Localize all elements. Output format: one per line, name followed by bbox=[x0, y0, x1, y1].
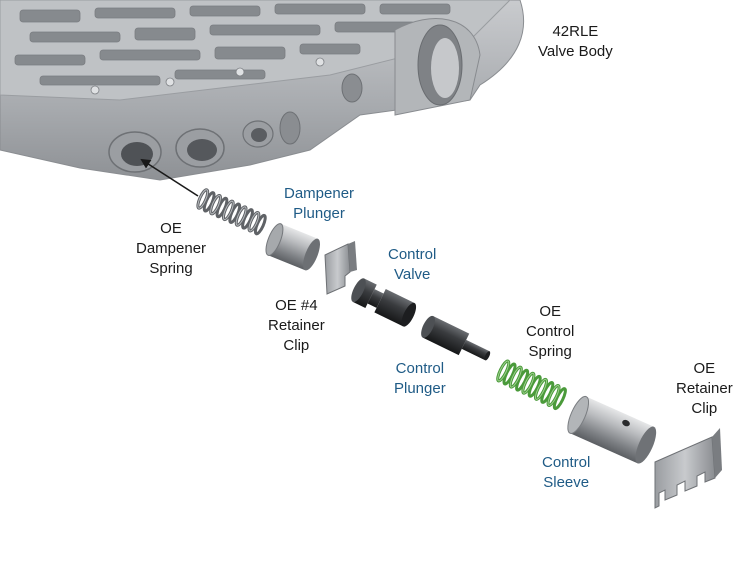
label-oe-dampener-spring: OE Dampener Spring bbox=[136, 219, 206, 279]
label-line: Plunger bbox=[293, 205, 345, 222]
label-line: Control bbox=[388, 246, 437, 263]
label-oe-4-retainer-clip: OE #4 Retainer Clip bbox=[268, 296, 325, 356]
label-line: Control bbox=[395, 360, 445, 377]
label-line: Dampener bbox=[136, 240, 207, 257]
label-line: OE bbox=[693, 360, 716, 377]
title-line-2: Valve Body bbox=[538, 43, 613, 60]
valve-body-casting bbox=[0, 0, 525, 181]
control-sleeve bbox=[567, 395, 657, 464]
oe-retainer-clip bbox=[654, 428, 722, 509]
label-line: Control bbox=[526, 323, 575, 340]
label-line: Control bbox=[542, 454, 591, 471]
control-plunger bbox=[421, 315, 491, 361]
label-line: OE bbox=[160, 220, 182, 237]
label-line: Plunger bbox=[394, 380, 446, 397]
label-oe-retainer-clip: OE Retainer Clip bbox=[676, 359, 733, 419]
oe-4-retainer-clip bbox=[324, 241, 357, 295]
control-valve bbox=[351, 278, 417, 327]
label-control-sleeve: Control Sleeve bbox=[542, 453, 590, 493]
label-line: Spring bbox=[149, 260, 193, 277]
label-line: Clip bbox=[283, 337, 310, 354]
title-label: 42RLE Valve Body bbox=[538, 22, 613, 62]
label-line: Dampener bbox=[284, 185, 355, 202]
label-line: Valve bbox=[393, 266, 431, 283]
label-control-valve: Control Valve bbox=[388, 245, 436, 285]
label-line: OE bbox=[539, 303, 562, 320]
label-control-plunger: Control Plunger bbox=[394, 359, 446, 399]
dampener-plunger bbox=[265, 223, 320, 271]
label-line: OE #4 bbox=[275, 297, 318, 314]
label-line: Sleeve bbox=[543, 474, 590, 491]
label-dampener-plunger: Dampener Plunger bbox=[284, 184, 354, 224]
oe-dampener-spring bbox=[196, 188, 267, 236]
pointer-arrow bbox=[140, 158, 199, 197]
label-oe-control-spring: OE Control Spring bbox=[526, 302, 574, 362]
label-line: Clip bbox=[691, 400, 718, 417]
label-line: Retainer bbox=[676, 380, 733, 397]
title-line-1: 42RLE bbox=[552, 23, 599, 40]
label-line: Retainer bbox=[268, 317, 325, 334]
label-line: Spring bbox=[528, 343, 572, 360]
oe-control-spring bbox=[496, 359, 567, 411]
